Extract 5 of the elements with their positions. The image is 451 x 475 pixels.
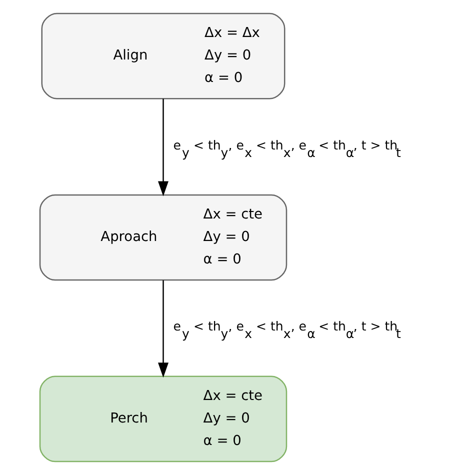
node-box: Perch Δx = cte Δy = 0 α = 0 [39, 376, 288, 462]
node-box: Align Δx = Δx Δy = 0 α = 0 [41, 12, 286, 100]
node-box: Aproach Δx = cte Δy = 0 α = 0 [39, 194, 288, 281]
arrow [158, 98, 169, 196]
arrow [158, 280, 169, 378]
